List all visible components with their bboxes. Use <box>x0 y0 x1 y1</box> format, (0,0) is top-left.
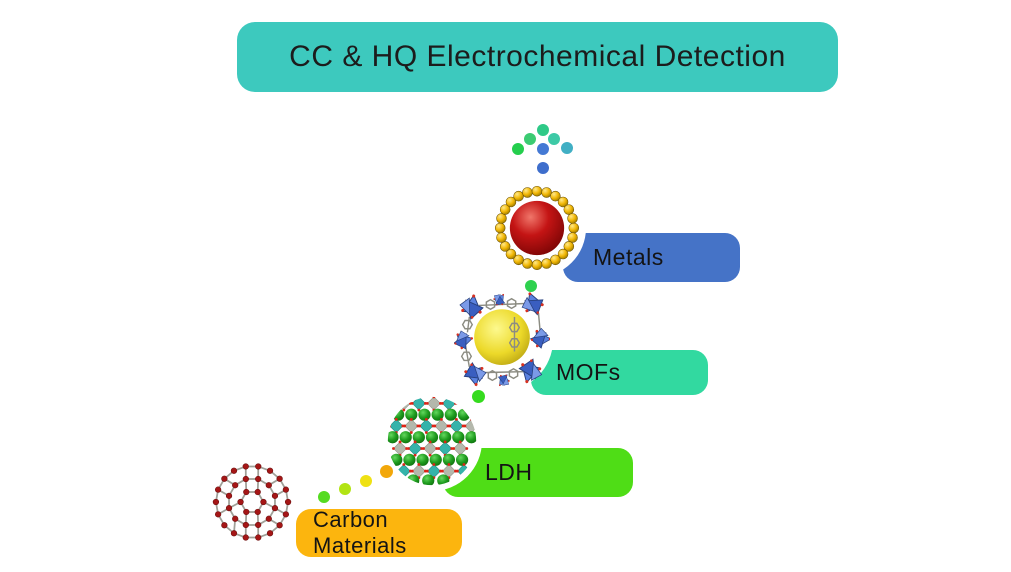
mof-cage-icon <box>454 292 550 388</box>
fullerene-icon <box>212 463 292 541</box>
step-label-carbon-materials-text: Carbon Materials <box>313 507 407 558</box>
scatter-dot <box>548 133 560 145</box>
scatter-dot <box>537 124 549 136</box>
scatter-dot <box>537 143 549 155</box>
scatter-dot <box>561 142 573 154</box>
carbon-icon-halo <box>204 454 300 550</box>
trail-dot-carbon-to-ldh <box>360 475 372 487</box>
gold-shell-nanoparticle-icon <box>494 185 580 271</box>
step-label-ldh: LDH <box>443 448 633 497</box>
scatter-dot <box>524 133 536 145</box>
step-label-mofs: MOFs <box>531 350 708 395</box>
step-label-carbon-materials: Carbon Materials <box>296 507 462 558</box>
step-label-metals-text: Metals <box>593 244 664 270</box>
title-banner: CC & HQ Electrochemical Detection <box>237 22 838 92</box>
ldh-crystal-icon <box>387 396 477 486</box>
step-label-ldh-text: LDH <box>485 459 533 485</box>
step-label-metals: Metals <box>563 233 740 282</box>
trail-dot-mofs-to-metals <box>525 280 537 292</box>
title-text: CC & HQ Electrochemical Detection <box>289 40 786 73</box>
trail-dot-carbon-to-ldh <box>318 491 330 503</box>
scatter-dot <box>537 162 549 174</box>
trail-dot-carbon-to-ldh <box>380 465 393 478</box>
step-label-mofs-text: MOFs <box>556 359 621 385</box>
trail-dot-carbon-to-ldh <box>339 483 351 495</box>
trail-dot-ldh-to-mofs <box>472 390 485 403</box>
scatter-dot <box>512 143 524 155</box>
